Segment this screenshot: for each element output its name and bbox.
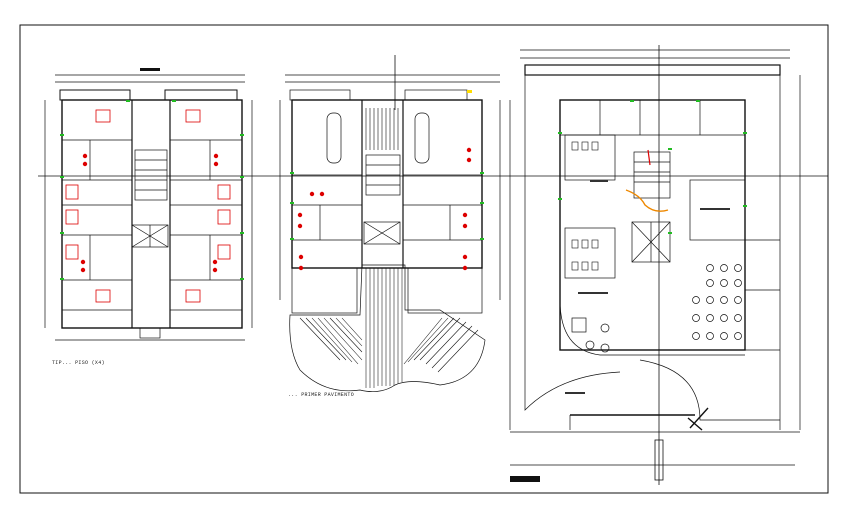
north-arrow-icon [687, 407, 709, 431]
terrace-roof [289, 264, 486, 392]
title-block-mark [510, 476, 540, 482]
plan-middle [279, 74, 501, 314]
door-marks [60, 100, 244, 280]
stair-icon [625, 189, 669, 212]
accent-marker [467, 90, 472, 93]
toilet-icon-right [571, 141, 599, 271]
toilet-icon-middle [297, 147, 472, 271]
hatch-corridor [365, 108, 399, 150]
scale-bar [654, 439, 664, 481]
bed-icon [65, 109, 231, 303]
toilet-icon [80, 153, 219, 273]
plan-left [44, 68, 253, 341]
terrace-hatch [299, 268, 479, 388]
sheet-frame [19, 24, 829, 494]
door-marks-right [558, 100, 747, 234]
plan-right [509, 49, 801, 466]
stair-icon-red [647, 149, 651, 166]
plan-left-caption: TIP... PISO (X4) [52, 360, 105, 366]
door-marks-middle [290, 172, 484, 240]
table-icon [571, 264, 742, 353]
plan-middle-caption: ... PRIMER PAVIMENTO [288, 392, 355, 398]
room-label-stubs [565, 180, 730, 394]
